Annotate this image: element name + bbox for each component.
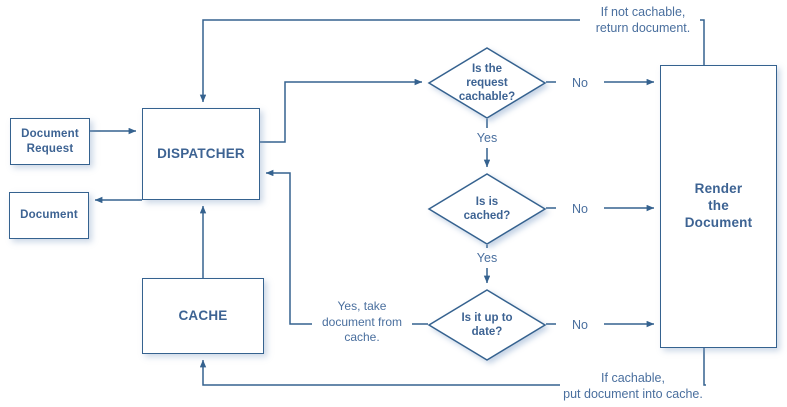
edge-label-not-cachable-return: If not cachable, return document. — [595, 5, 691, 36]
edge-dispatcher-to-cachable — [260, 78, 423, 143]
node-document-request-label: Document Request — [21, 128, 79, 155]
edge-render-to-dispatcher-top — [203, 19, 705, 102]
edge-label-take-document-from-cache: Yes, take document from cache. — [321, 299, 403, 345]
node-document[interactable]: Document — [9, 192, 89, 239]
edge-label-if-cachable-put-into-cache: If cachable, put document into cache. — [563, 371, 703, 402]
node-decision-cached-label: Is is cached? — [463, 195, 511, 222]
node-render-document[interactable]: Render the Document — [660, 65, 777, 348]
edge-label-no-cached: No — [572, 202, 588, 216]
edge-render-to-cache — [203, 348, 706, 386]
node-decision-uptodate[interactable]: Is it up to date? — [427, 289, 547, 361]
node-document-label: Document — [20, 209, 78, 222]
node-cache[interactable]: CACHE — [142, 278, 264, 354]
edge-label-yes-cachable: Yes — [476, 131, 498, 145]
node-decision-cached[interactable]: Is is cached? — [427, 173, 547, 245]
node-decision-uptodate-label: Is it up to date? — [461, 311, 513, 338]
node-document-request[interactable]: Document Request — [10, 118, 90, 165]
diamond-shape — [427, 47, 547, 119]
diamond-shape — [427, 173, 547, 245]
node-decision-cachable-label: Is the request cachable? — [458, 62, 516, 103]
node-decision-cachable[interactable]: Is the request cachable? — [427, 47, 547, 119]
node-dispatcher-label: DISPATCHER — [157, 145, 245, 161]
node-dispatcher[interactable]: DISPATCHER — [142, 108, 260, 200]
edge-uptodate-yes-to-dispatcher — [266, 173, 428, 325]
edge-label-no-uptodate: No — [572, 318, 588, 332]
edge-label-no-cachable: No — [572, 76, 588, 90]
diamond-shape — [427, 289, 547, 361]
node-render-document-label: Render the Document — [684, 181, 753, 230]
edge-label-yes-cached: Yes — [476, 251, 498, 265]
node-cache-label: CACHE — [178, 307, 228, 323]
